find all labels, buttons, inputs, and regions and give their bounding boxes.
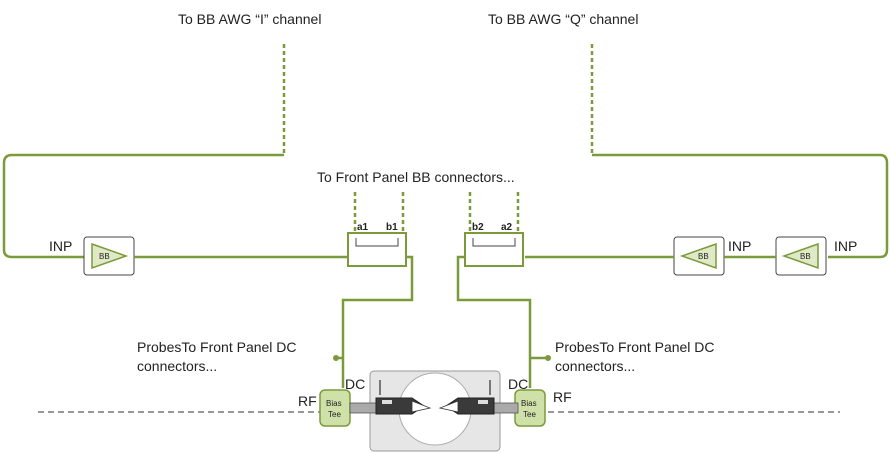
dc-right-label: DC — [508, 376, 528, 392]
dc-left-label: DC — [345, 376, 365, 392]
right-coupler-to-dc — [456, 255, 532, 388]
port-b2-label: b2 — [472, 222, 484, 233]
probe-station — [369, 370, 501, 452]
awg-q-label: To BB AWG “Q” channel — [488, 11, 638, 27]
front-panel-bb-label: To Front Panel BB connectors... — [317, 169, 515, 185]
left-coupler-to-dc — [341, 255, 414, 388]
probes-left-text-line2: connectors... — [137, 358, 217, 374]
directional-coupler-right: b2 a2 — [464, 222, 524, 267]
awg-i-cable — [2, 153, 284, 259]
bias-tee-right: Bias Tee — [514, 389, 546, 427]
probes-right-dot — [545, 355, 551, 361]
rf-left-label: RF — [298, 393, 317, 409]
rf-probe-right — [438, 397, 519, 415]
bias-left-line2: Tee — [328, 410, 341, 419]
bias-left-line1: Bias — [326, 399, 342, 408]
awg-i-label: To BB AWG “I” channel — [178, 11, 321, 27]
bb-amplifier-right-2: BB — [775, 236, 827, 276]
probes-left-dot — [333, 355, 339, 361]
bb-right-1-label: BB — [698, 252, 709, 261]
bb-amplifier-left: BB — [83, 236, 135, 276]
inp-right-2-label: INP — [834, 238, 857, 254]
bb-left-label: BB — [99, 252, 110, 261]
port-a2-label: a2 — [501, 222, 513, 233]
inp-right-1-label: INP — [728, 238, 751, 254]
probes-right-text-line2: connectors... — [555, 358, 635, 374]
bb-right-2-label: BB — [800, 252, 811, 261]
inp-left-label: INP — [49, 238, 72, 254]
probes-right-text-line1: ProbesTo Front Panel DC — [555, 339, 715, 355]
bias-right-line2: Tee — [523, 410, 536, 419]
port-b1-label: b1 — [386, 222, 398, 233]
awg-q-cable — [592, 153, 889, 259]
rf-right-label: RF — [553, 389, 572, 405]
directional-coupler-left: a1 b1 — [347, 222, 407, 267]
rf-probe-left — [349, 397, 432, 415]
probes-left-text-line1: ProbesTo Front Panel DC — [137, 339, 297, 355]
bias-right-line1: Bias — [521, 399, 537, 408]
bias-tee-left: Bias Tee — [319, 389, 351, 427]
bb-amplifier-right-1: BB — [673, 236, 725, 276]
port-a1-label: a1 — [357, 222, 369, 233]
